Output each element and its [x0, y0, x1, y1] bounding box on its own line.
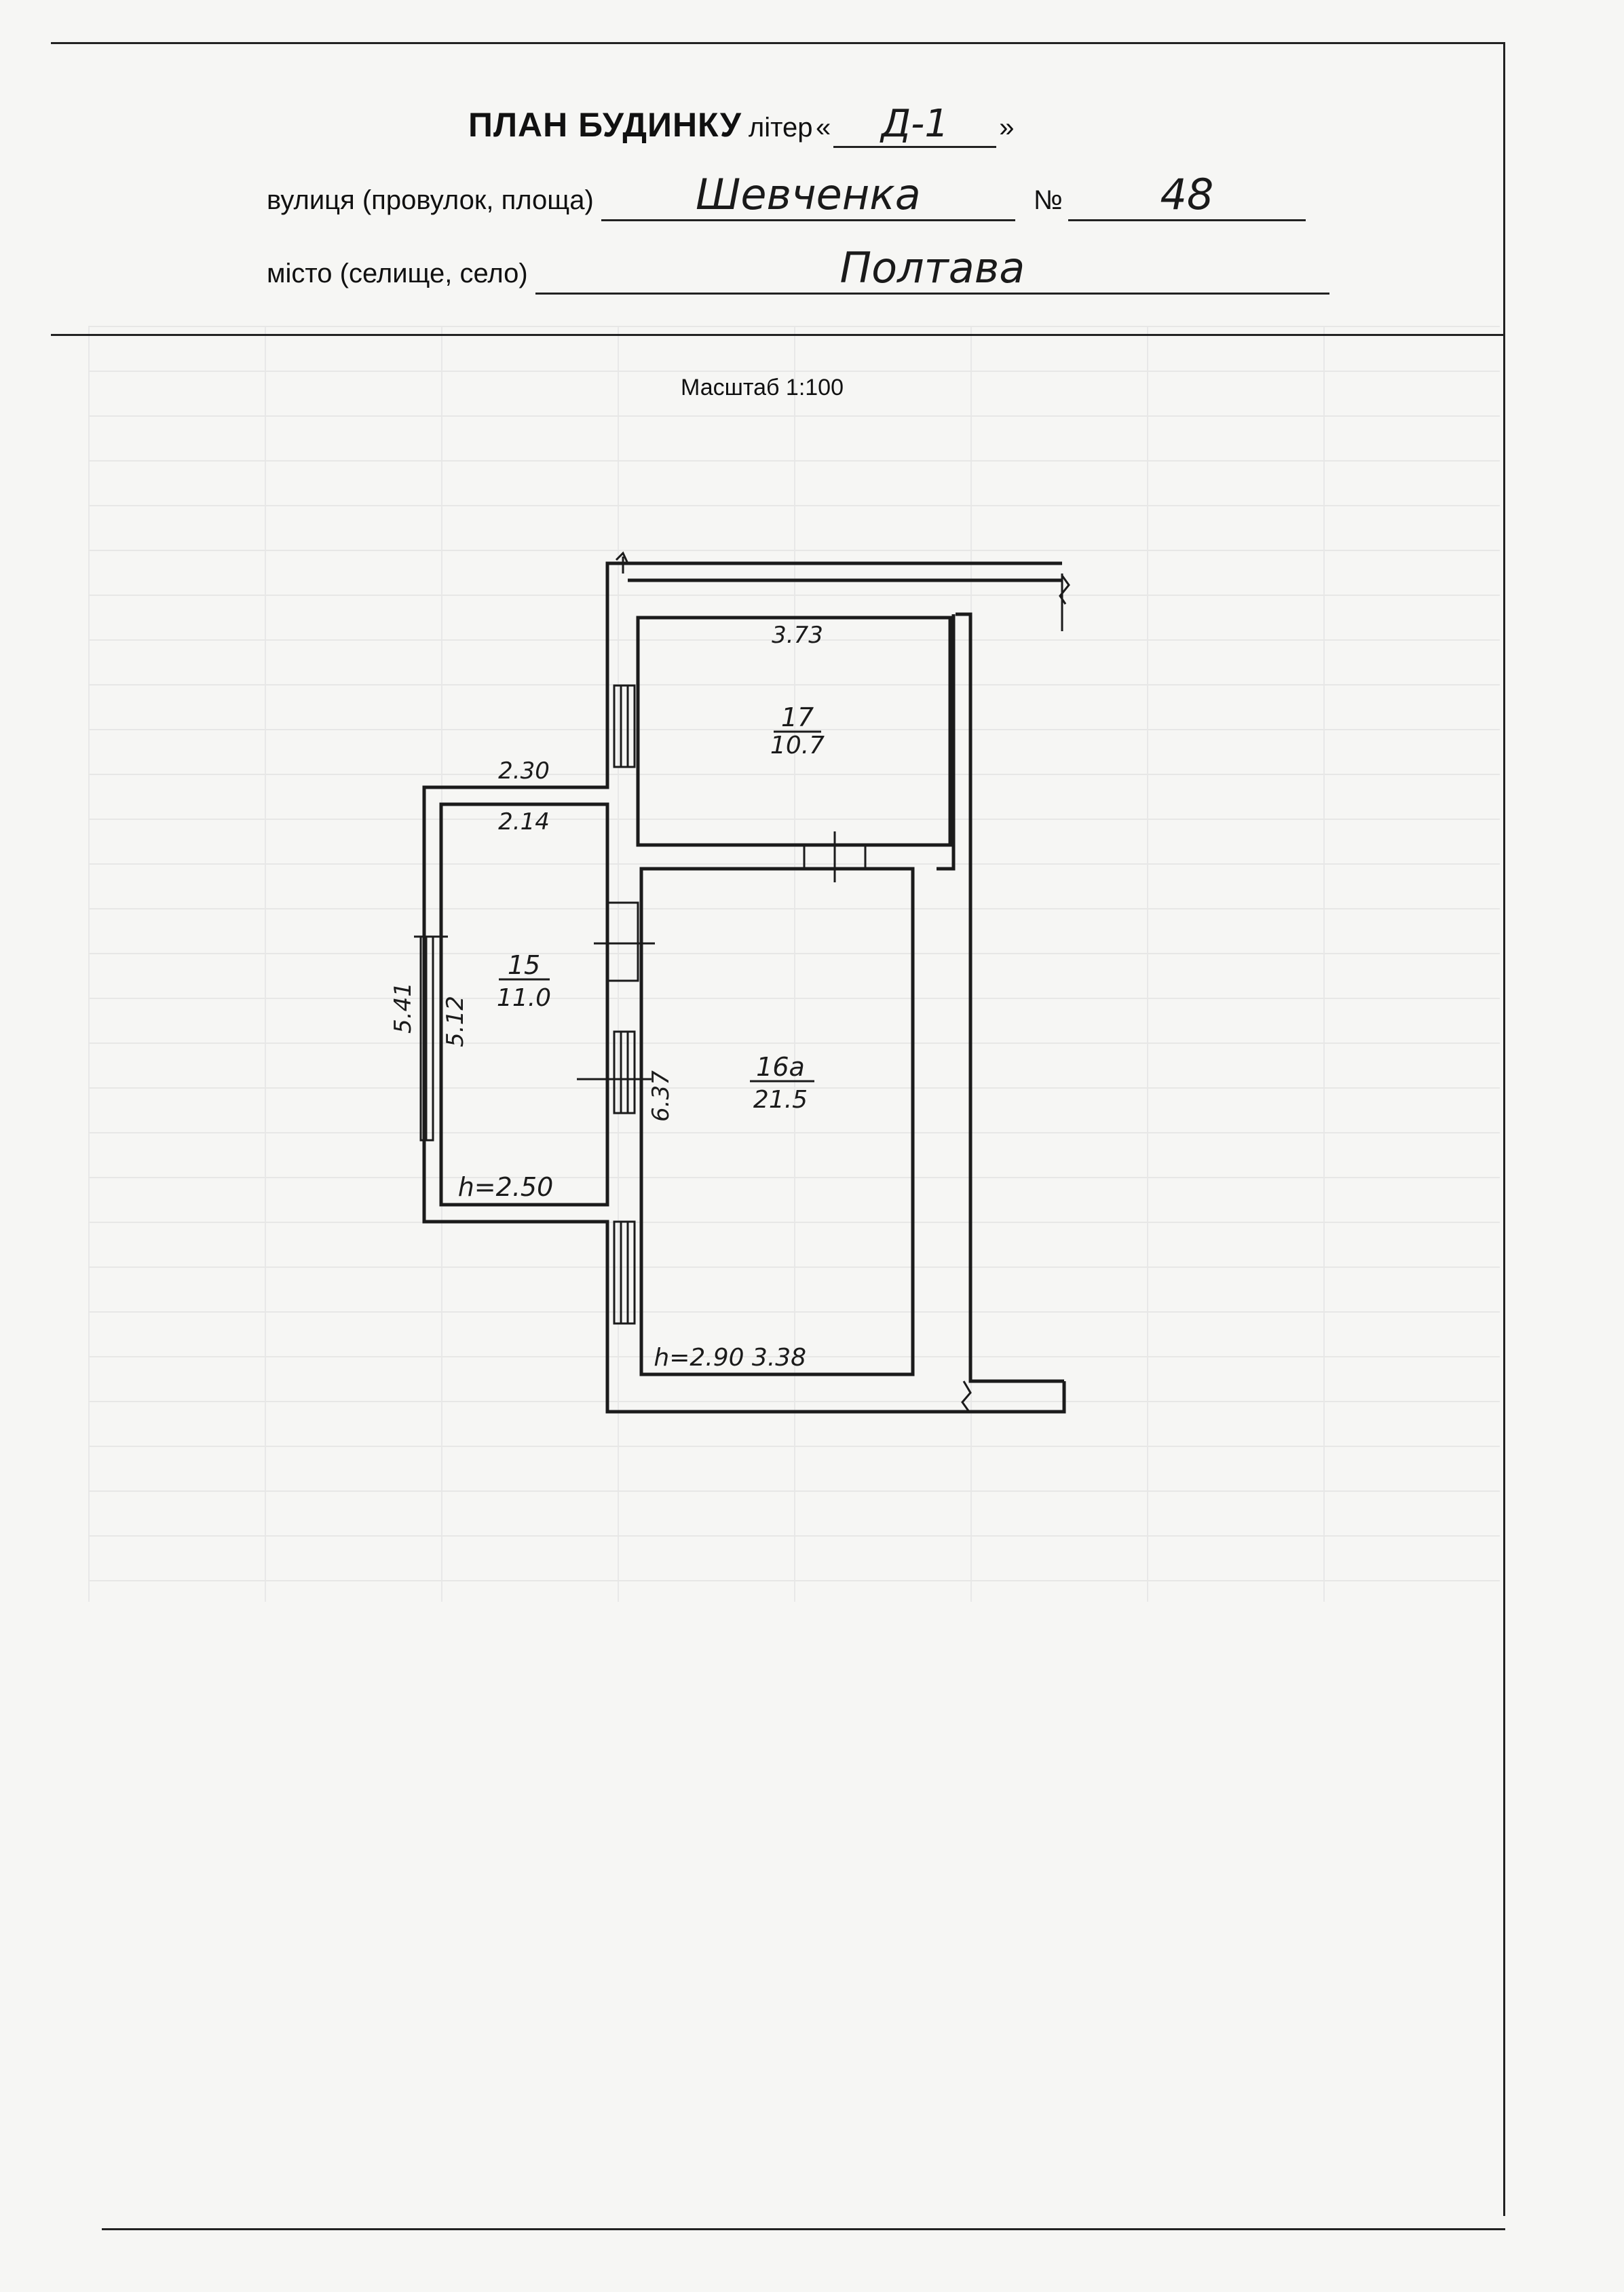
door-room-15-16a [594, 901, 655, 982]
dim-room15-outer-length: 5.41 [390, 982, 417, 1034]
page-title: ПЛАН БУДИНКУ [468, 106, 742, 144]
title-suffix: літер [748, 113, 813, 143]
city-value: Полтава [535, 243, 1329, 295]
dim-room16-width: 3.38 [752, 1344, 806, 1372]
window-room-15 [414, 935, 448, 1142]
street-label: вулиця (провулок, площа) [267, 185, 594, 215]
quote-close: » [999, 113, 1015, 143]
letter-value: Д-1 [833, 102, 997, 148]
room-16a-outline [639, 867, 915, 1376]
room-15-number: 15 [508, 950, 540, 980]
header-divider [51, 334, 1505, 336]
bottom-divider [102, 2228, 1505, 2230]
window-room-17 [613, 684, 636, 768]
window-room-16a-upper [613, 1030, 636, 1114]
dim-room15-inner-width: 2.14 [498, 808, 550, 835]
room-17-outline [636, 616, 952, 847]
wall-break-marks [615, 551, 1070, 1412]
dim-room16-height: h=2.90 [654, 1344, 744, 1372]
city-row: місто (селище, село) Полтава [267, 243, 1329, 295]
outer-walls [422, 561, 1066, 1414]
street-value: Шевченка [601, 170, 1015, 221]
corridor-wall [937, 614, 956, 871]
room-15-outline [439, 802, 609, 1207]
dim-room15-height: h=2.50 [458, 1172, 554, 1202]
form-frame [51, 42, 1505, 2216]
room-16a-area: 21.5 [753, 1086, 808, 1114]
show-through-grid [88, 326, 1500, 1602]
dim-room17-width: 3.73 [772, 622, 823, 649]
number-label: № [1034, 185, 1063, 215]
room-17-area: 10.7 [770, 732, 825, 759]
dim-room15-outer-width: 2.30 [498, 757, 550, 785]
room-17-number: 17 [781, 702, 814, 732]
window-room-16a-lower [613, 1220, 636, 1325]
dim-room15-inner-length: 5.12 [442, 996, 469, 1047]
number-value: 48 [1068, 170, 1306, 221]
door-room-17-16a [803, 831, 867, 882]
scale-label: Масштаб 1:100 [681, 375, 844, 400]
dim-room16-length: 6.37 [647, 1070, 675, 1122]
room-15-area: 11.0 [497, 984, 551, 1012]
room-16a-number: 16а [756, 1052, 805, 1082]
quote-open: « [815, 113, 831, 143]
city-label: місто (селище, село) [267, 259, 528, 288]
